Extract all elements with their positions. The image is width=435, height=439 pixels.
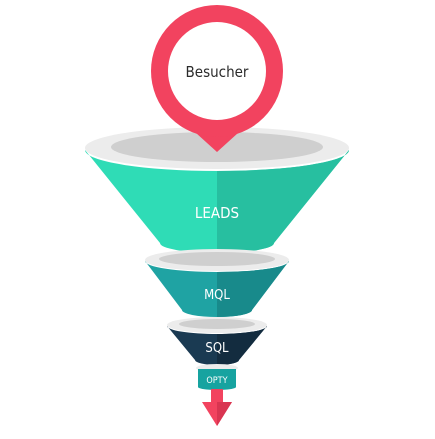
output-arrow: [202, 389, 232, 426]
arrow-shaft: [211, 389, 223, 405]
sql-body-shade: [217, 326, 267, 365]
sql-label: SQL: [205, 341, 229, 356]
visitor-pin: Besucher: [151, 5, 283, 152]
pin-tip: [196, 133, 238, 152]
pin-inner-circle: [168, 22, 266, 120]
funnel-stage-opty: OPTY: [196, 364, 238, 390]
opty-bottom: [198, 384, 236, 390]
opty-label: OPTY: [206, 376, 227, 386]
pin-label: Besucher: [186, 63, 249, 81]
leads-body-shade: [217, 150, 349, 253]
mql-body-shade: [217, 261, 289, 317]
funnel-stage-mql: MQL: [145, 249, 289, 317]
mql-rim-inner: [159, 252, 275, 266]
mql-label: MQL: [204, 288, 230, 303]
opty-body: [198, 369, 236, 387]
funnel-stage-leads: LEADS: [85, 127, 349, 253]
funnel-stage-sql: SQL: [167, 317, 267, 365]
arrow-head-shade: [217, 402, 232, 426]
sql-rim-inner: [179, 319, 255, 329]
leads-label: LEADS: [195, 204, 239, 222]
